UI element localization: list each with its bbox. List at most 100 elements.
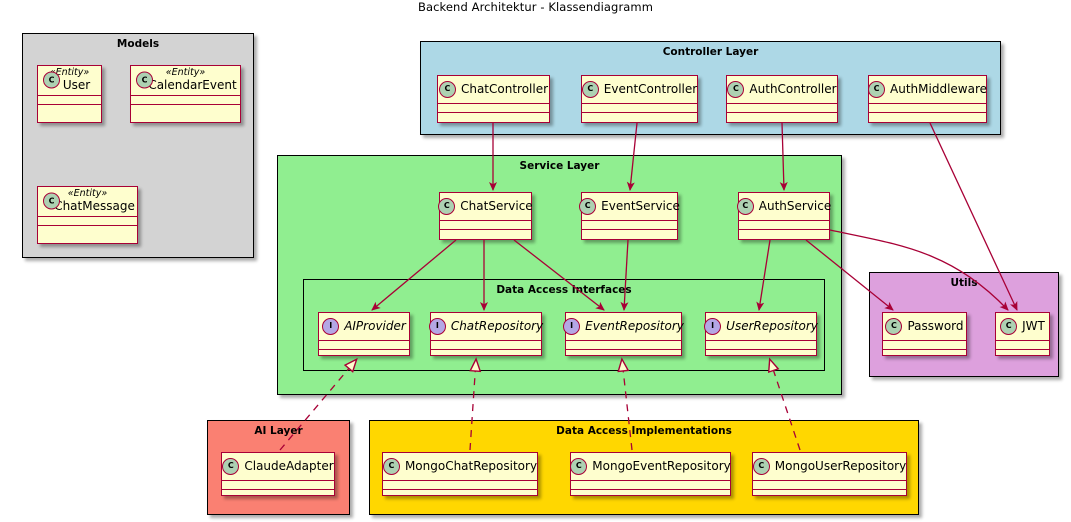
class-badge-icon: C xyxy=(382,457,400,475)
class-box-eventrepository[interactable]: I EventRepository xyxy=(563,312,684,358)
interface-badge-icon: I xyxy=(704,317,722,335)
methods-compartment xyxy=(566,350,681,358)
package-title: Controller Layer xyxy=(662,46,759,58)
attributes-compartment xyxy=(222,481,334,490)
class-name: ChatMessage xyxy=(54,198,135,213)
class-badge-icon: C xyxy=(727,80,745,98)
methods-compartment xyxy=(582,113,697,121)
package-title: Models xyxy=(116,38,160,50)
methods-compartment xyxy=(38,105,101,113)
methods-compartment xyxy=(727,113,837,121)
class-name: MongoChatRepository xyxy=(404,459,538,473)
class-name: AuthController xyxy=(749,82,837,96)
methods-compartment xyxy=(431,350,541,358)
class-box-user[interactable]: C«Entity»User xyxy=(37,65,102,123)
attributes-compartment xyxy=(566,341,681,350)
attributes-compartment xyxy=(431,341,541,350)
class-header: I EventRepository xyxy=(563,313,684,341)
class-box-eventservice[interactable]: C EventService xyxy=(579,192,680,240)
methods-compartment xyxy=(440,230,531,238)
methods-compartment xyxy=(869,113,986,121)
class-stereotype: «Entity» xyxy=(165,67,206,78)
attributes-compartment xyxy=(706,341,816,350)
attributes-compartment xyxy=(383,481,537,490)
class-header: C Password xyxy=(883,313,966,341)
methods-compartment xyxy=(319,350,409,358)
attributes-compartment xyxy=(753,481,906,490)
class-box-authcontroller[interactable]: C AuthController xyxy=(726,75,838,123)
class-box-aiprovider[interactable]: I AIProvider xyxy=(318,312,410,356)
class-badge-icon: C xyxy=(438,80,456,98)
class-header: C EventService xyxy=(579,193,680,221)
class-box-password[interactable]: C Password xyxy=(882,312,967,356)
class-badge-icon: C xyxy=(752,457,770,475)
class-header: C«Entity»User xyxy=(38,66,101,96)
methods-compartment xyxy=(739,230,829,238)
class-name: MongoUserRepository xyxy=(774,459,907,473)
attributes-compartment xyxy=(869,104,986,113)
attributes-compartment xyxy=(883,341,966,350)
class-box-mongochatrepo[interactable]: C MongoChatRepository xyxy=(382,452,538,496)
class-name: User xyxy=(62,77,91,92)
methods-compartment xyxy=(131,105,240,113)
class-badge-icon: C xyxy=(581,80,599,98)
class-badge-icon: C xyxy=(136,71,153,89)
attributes-compartment xyxy=(582,221,677,230)
class-header: C ClaudeAdapter xyxy=(222,453,334,481)
class-name: Password xyxy=(907,319,964,333)
class-name: JWT xyxy=(1022,319,1045,333)
class-badge-icon: C xyxy=(43,192,60,210)
class-badge-icon: C xyxy=(43,71,60,89)
class-badge-icon: C xyxy=(222,457,240,475)
class-box-authmiddleware[interactable]: C AuthMiddleware xyxy=(868,75,987,123)
class-header: C MongoUserRepository xyxy=(752,453,907,481)
methods-compartment xyxy=(383,490,537,498)
attributes-compartment xyxy=(996,341,1049,350)
class-stereotype: «Entity» xyxy=(67,188,108,199)
class-name: AuthMiddleware xyxy=(890,82,987,96)
class-name: EventService xyxy=(601,199,680,213)
class-box-eventcontroller[interactable]: C EventController xyxy=(581,75,698,123)
class-badge-icon: C xyxy=(868,80,886,98)
class-box-mongouserrepo[interactable]: C MongoUserRepository xyxy=(752,452,907,496)
class-box-claudeadapter[interactable]: C ClaudeAdapter xyxy=(221,452,335,496)
class-name: ClaudeAdapter xyxy=(244,459,334,473)
attributes-compartment xyxy=(582,104,697,113)
methods-compartment xyxy=(582,230,677,238)
package-title: Service Layer xyxy=(519,160,600,172)
class-badge-icon: C xyxy=(579,197,597,215)
class-header: C AuthMiddleware xyxy=(868,76,987,104)
methods-compartment xyxy=(996,350,1049,358)
class-name: AIProvider xyxy=(344,319,406,333)
methods-compartment xyxy=(753,490,906,498)
methods-compartment xyxy=(438,113,549,121)
attributes-compartment xyxy=(739,221,829,230)
class-box-calendarevent[interactable]: C«Entity»CalendarEvent xyxy=(130,65,241,123)
attributes-compartment xyxy=(38,96,101,105)
attributes-compartment xyxy=(38,217,137,226)
methods-compartment xyxy=(571,490,730,498)
class-name: EventRepository xyxy=(585,319,684,333)
class-badge-icon: C xyxy=(736,197,754,215)
class-name: ChatController xyxy=(460,82,549,96)
class-name: EventController xyxy=(603,82,698,96)
class-name: MongoEventRepository xyxy=(592,459,731,473)
class-box-chatcontroller[interactable]: C ChatController xyxy=(437,75,550,123)
class-header: C MongoChatRepository xyxy=(382,453,538,481)
interface-badge-icon: I xyxy=(322,317,340,335)
attributes-compartment xyxy=(440,221,531,230)
interface-badge-icon: I xyxy=(563,317,581,335)
class-box-chatmessage[interactable]: C «Entity»ChatMessage xyxy=(37,186,138,244)
class-badge-icon: C xyxy=(885,317,903,335)
